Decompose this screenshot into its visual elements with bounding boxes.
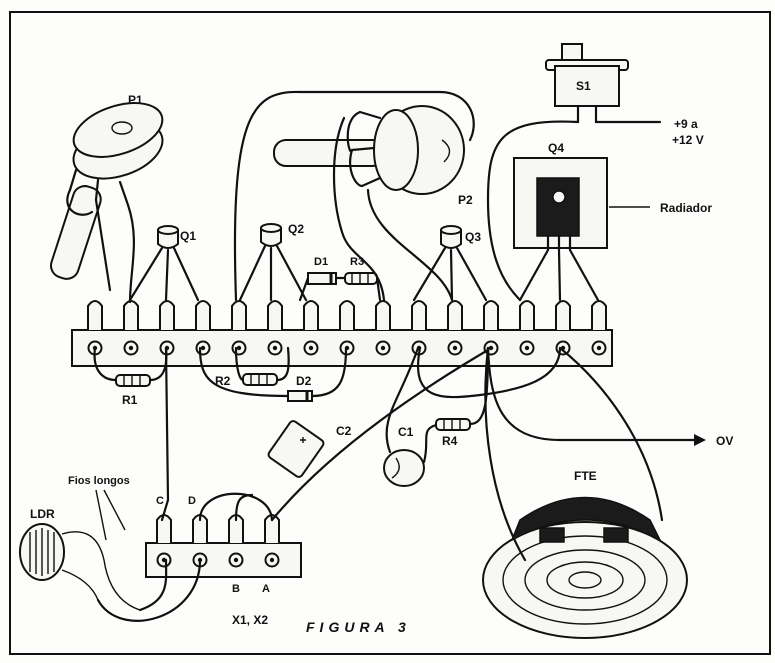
potentiometer-p1 <box>49 102 164 304</box>
terminal-lug <box>375 300 391 330</box>
resistor-r3 <box>344 272 378 285</box>
p1-lugs <box>68 168 130 207</box>
labels: P1 Q1 Q2 Q3 Q4 P2 S1 +9 a +12 V Radiador… <box>30 79 733 635</box>
s1-body <box>554 65 620 107</box>
terminal-lug <box>195 300 211 330</box>
label-s1: S1 <box>576 79 591 93</box>
transistor-q1 <box>128 225 200 302</box>
diode-d2 <box>198 346 348 402</box>
label-speaker: FTE <box>574 469 597 483</box>
label-ldr: LDR <box>30 507 55 521</box>
label-terminal-b: B <box>232 583 240 595</box>
potentiometer-p2 <box>273 105 465 195</box>
p1-jumper <box>66 188 94 216</box>
terminal-lug <box>87 300 103 330</box>
label-r1: R1 <box>122 393 138 407</box>
label-q1: Q1 <box>180 229 196 243</box>
transistor-q3 <box>412 225 488 302</box>
terminal-lug <box>447 300 463 330</box>
switch-s1 <box>545 43 629 124</box>
small-strip-body <box>145 542 302 578</box>
label-d1: D1 <box>314 256 328 268</box>
label-q4: Q4 <box>548 141 564 155</box>
label-long-wires: Fios longos <box>68 475 130 487</box>
label-c2: C2 <box>336 424 352 438</box>
label-p2: P2 <box>458 193 473 207</box>
p2-face <box>373 109 419 191</box>
label-supply-line2: +12 V <box>672 133 704 147</box>
transistor-q2 <box>238 223 308 302</box>
terminal-lug <box>339 300 355 330</box>
terminal-lug <box>591 300 607 330</box>
terminal-lug <box>303 300 319 330</box>
terminal-lug <box>483 300 499 330</box>
figure-frame <box>9 11 771 655</box>
capacitor-c1 <box>383 346 438 487</box>
p1-leads <box>94 198 136 304</box>
terminal-lug <box>555 300 571 330</box>
label-c1: C1 <box>398 425 414 439</box>
label-terminal-a: A <box>262 583 270 595</box>
terminal-lug <box>267 300 283 330</box>
terminal-lug <box>123 300 139 330</box>
p2-lugs <box>350 110 382 188</box>
small-terminal-strip <box>145 514 302 578</box>
label-p1: P1 <box>128 93 143 107</box>
terminal-lug <box>231 300 247 330</box>
resistor-r1 <box>93 346 168 387</box>
p1-top <box>72 102 164 158</box>
figure-caption: FIGURA 3 <box>306 619 411 635</box>
label-supply-line1: +9 a <box>674 117 698 131</box>
label-x1-x2: X1, X2 <box>232 613 268 627</box>
loudspeaker-fte <box>482 496 688 639</box>
transistor-q4-radiator <box>513 157 650 302</box>
label-terminal-d: D <box>188 495 196 507</box>
label-ground: OV <box>716 434 733 448</box>
p2-shaft <box>273 139 385 167</box>
terminal-lug <box>519 300 535 330</box>
diode-d1 <box>307 272 337 285</box>
wiring <box>95 90 706 622</box>
q4-body <box>536 177 580 237</box>
label-radiator: Radiador <box>660 201 712 215</box>
p1-hub <box>111 121 133 135</box>
capacitor-c2 <box>267 420 325 478</box>
label-terminal-c: C <box>156 495 164 507</box>
label-q3: Q3 <box>465 230 481 244</box>
p1-shaft <box>49 185 102 280</box>
resistor-r2 <box>234 346 290 386</box>
terminal-lug <box>411 300 427 330</box>
label-r2: R2 <box>215 374 231 388</box>
ldr-sensor <box>19 523 141 611</box>
label-d2: D2 <box>296 374 312 388</box>
small-terminal-lug <box>156 514 172 543</box>
label-r3: R3 <box>350 256 364 268</box>
label-r4: R4 <box>442 434 458 448</box>
terminal-lug <box>159 300 175 330</box>
main-terminal-strip <box>71 300 613 367</box>
label-q2: Q2 <box>288 222 304 236</box>
